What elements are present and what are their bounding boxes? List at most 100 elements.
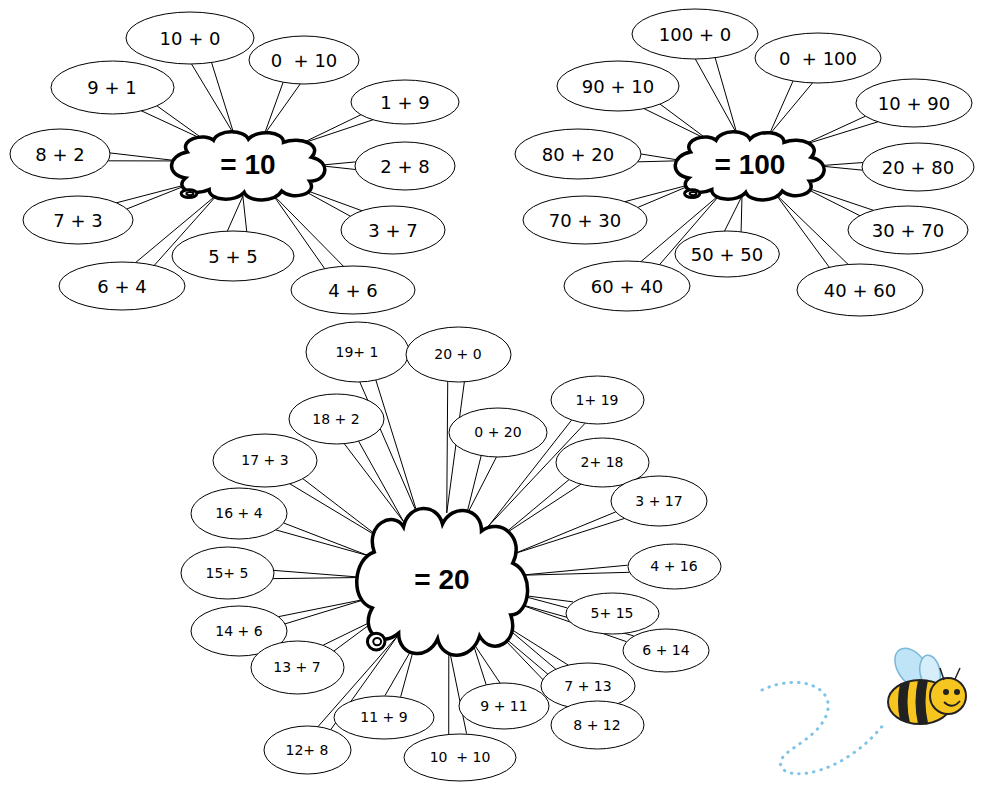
addition-text: 4 + 6 <box>328 280 377 301</box>
addition-text: 8 + 2 <box>35 144 84 165</box>
addition-bubble: 4 + 16 <box>627 543 722 590</box>
addition-bubble: 1 + 9 <box>350 79 460 125</box>
bee-stripe <box>916 680 929 724</box>
addition-text: 90 + 10 <box>582 76 654 97</box>
addition-bubble: 13 + 7 <box>250 640 345 695</box>
bubble-oval <box>675 231 779 277</box>
cloud-curl <box>685 190 700 198</box>
addition-bubble: 5 + 5 <box>171 230 295 282</box>
bubble-oval <box>334 696 434 739</box>
addition-text: 0 + 10 <box>271 50 338 71</box>
bubble-oval <box>557 61 679 111</box>
addition-text: 7 + 13 <box>564 678 611 694</box>
addition-text: 16 + 4 <box>215 505 262 521</box>
addition-bubble: 80 + 20 <box>514 128 642 180</box>
cloud-curl <box>373 638 381 645</box>
bubble-tail <box>644 104 709 140</box>
bubble-tail <box>275 523 369 556</box>
bubble-tail <box>769 81 812 135</box>
bubble-tail <box>278 599 367 624</box>
addition-bubble: 20 + 80 <box>861 142 975 192</box>
addition-bubble: 18 + 2 <box>288 393 385 445</box>
sum-cloud: = 20 <box>345 496 540 664</box>
addition-text: 2 + 8 <box>380 156 429 177</box>
addition-bubble: 10 + 90 <box>855 78 973 128</box>
addition-text: 0 + 100 <box>779 48 857 69</box>
bubble-oval <box>291 266 415 314</box>
bubble-oval <box>351 80 459 124</box>
addition-text: 10 + 0 <box>160 28 221 49</box>
bubble-oval <box>126 12 254 64</box>
addition-bubble: 60 + 40 <box>563 260 691 312</box>
addition-text: 100 + 0 <box>659 24 731 45</box>
addition-text: 4 + 16 <box>650 558 697 574</box>
addition-text: 13 + 7 <box>273 659 320 675</box>
bee <box>888 642 966 724</box>
addition-text: 17 + 3 <box>241 452 288 468</box>
addition-bubble: 10 + 0 <box>125 11 255 65</box>
addition-bubble: 3 + 7 <box>340 205 446 255</box>
bubble-tail <box>227 196 246 232</box>
addition-text: 19+ 1 <box>336 344 379 360</box>
bubble-oval <box>10 129 110 179</box>
addition-bubble: 17 + 3 <box>212 433 318 488</box>
addition-text: 12+ 8 <box>286 742 329 758</box>
addition-bubble: 30 + 70 <box>847 205 969 255</box>
bubble-oval <box>449 408 547 457</box>
bubble-tail <box>514 512 625 554</box>
cloud-curl <box>186 192 193 195</box>
bubble-tail <box>802 116 877 145</box>
bubble-oval <box>459 683 549 729</box>
bubble-oval <box>404 734 516 781</box>
bubble-tail <box>775 194 848 267</box>
bubble-oval <box>848 206 968 254</box>
bubble-oval <box>355 142 455 190</box>
bubble-oval <box>628 544 721 589</box>
addition-bubble: 3 + 17 <box>610 475 708 527</box>
bubble-oval <box>406 327 511 382</box>
addition-bubble: 2 + 8 <box>354 141 456 191</box>
bubble-oval <box>341 206 445 254</box>
addition-bubble: 0 + 100 <box>754 32 882 84</box>
bubble-oval <box>856 79 972 127</box>
addition-bubble: 5+ 15 <box>565 592 660 635</box>
bubble-oval <box>264 726 351 774</box>
addition-text: 3 + 7 <box>368 220 417 241</box>
cloud-curl <box>181 190 197 198</box>
bubble-tail <box>272 570 364 578</box>
addition-text: 6 + 14 <box>642 642 689 658</box>
addition-bubble: 0 + 10 <box>248 35 360 85</box>
addition-bubble: 4 + 6 <box>290 265 416 315</box>
bubble-oval <box>181 547 274 599</box>
addition-bubble: 0 + 20 <box>448 407 548 458</box>
addition-bubble: 1+ 19 <box>550 375 645 425</box>
addition-text: 20 + 80 <box>882 157 954 178</box>
bubble-oval <box>623 629 709 672</box>
addition-bubble: 11 + 9 <box>333 695 435 740</box>
addition-text: 11 + 9 <box>360 709 407 725</box>
bubble-oval <box>755 33 881 83</box>
bubble-tail <box>466 455 497 516</box>
addition-text: 3 + 17 <box>635 493 682 509</box>
bubble-tail <box>501 479 581 536</box>
bee-antenna <box>940 668 960 680</box>
bubble-oval <box>249 36 359 84</box>
addition-text: 6 + 4 <box>97 276 146 297</box>
addition-text: 0 + 20 <box>474 424 521 440</box>
bee-eye <box>954 689 960 695</box>
addition-text: 20 + 0 <box>434 346 481 362</box>
addition-bubble: 6 + 14 <box>622 628 710 673</box>
addition-text: 9 + 11 <box>480 698 527 714</box>
bubble-oval <box>51 61 174 114</box>
bubble-tail <box>300 115 373 144</box>
addition-bubble: 100 + 0 <box>631 8 759 60</box>
addition-text: 60 + 40 <box>591 276 663 297</box>
sum-label: = 10 <box>220 149 275 181</box>
bubble-tail <box>695 58 737 135</box>
addition-bubble: 70 + 30 <box>522 195 648 245</box>
addition-bubble: 15+ 5 <box>180 546 275 600</box>
